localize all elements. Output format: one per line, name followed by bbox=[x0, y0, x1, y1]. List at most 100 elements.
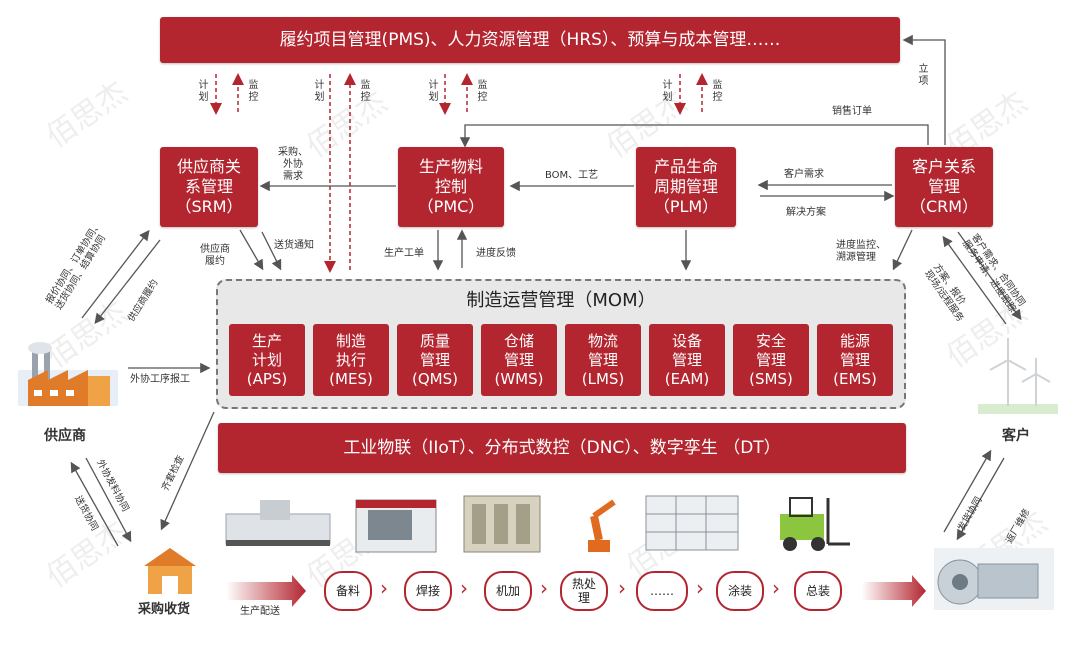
plan-label: 计划 bbox=[314, 80, 325, 103]
pmc-line-2: 控制 bbox=[434, 177, 467, 196]
customer-demand-label: 客户需求 bbox=[784, 169, 824, 180]
purchase-outsource-line-3: 需求 bbox=[283, 171, 303, 182]
top-bar-text: 履约项目管理(PMS)、人力资源管理（HRS）、预算与成本管理…… bbox=[279, 30, 781, 50]
machining-center-icon bbox=[355, 499, 437, 553]
module-sms-line-1: 安全 bbox=[755, 331, 786, 350]
module-mes-line-1: 制造 bbox=[335, 331, 366, 350]
module-ems-line-1: 能源 bbox=[839, 331, 870, 350]
module-lms-line-1: 物流 bbox=[587, 331, 618, 350]
module-aps: 生产 计划 (APS) bbox=[229, 324, 305, 396]
wind-turbine-icon bbox=[978, 338, 1058, 414]
monitor-label: 监控 bbox=[712, 80, 723, 103]
robot-arm-icon bbox=[588, 499, 616, 552]
chevron-right-icon: › bbox=[460, 576, 468, 600]
srm-line-2: 系管理 bbox=[184, 177, 233, 196]
chevron-right-icon: › bbox=[540, 576, 548, 600]
module-lms-line-3: (LMS) bbox=[581, 369, 625, 388]
supplier-label: 供应商 bbox=[44, 428, 86, 444]
module-lms-line-2: 管理 bbox=[587, 350, 618, 369]
pmc-box: 生产物料 控制 （PMC） bbox=[398, 147, 504, 227]
module-sms-line-2: 管理 bbox=[755, 350, 786, 369]
module-mes-line-2: 执行 bbox=[335, 350, 366, 369]
plan-label: 计划 bbox=[428, 80, 439, 103]
warehouse-rack-icon bbox=[645, 495, 739, 551]
chevron-right-icon: › bbox=[696, 576, 704, 600]
crm-line-3: （CRM） bbox=[909, 197, 979, 216]
module-mes: 制造 执行 (MES) bbox=[313, 324, 389, 396]
supplier-fulfill-line-2: 履约 bbox=[205, 256, 225, 267]
production-order-label: 生产工单 bbox=[384, 248, 424, 259]
supplier-fulfill-label: 供应商 履约 bbox=[200, 244, 230, 268]
cnc-router-icon bbox=[225, 500, 331, 546]
module-wms-line-2: 管理 bbox=[503, 350, 534, 369]
monitor-label: 监控 bbox=[248, 80, 259, 103]
receiving-label: 采购收货 bbox=[138, 602, 191, 617]
crm-line-1: 客户关系 bbox=[911, 157, 976, 176]
mom-title: 制造运营管理（MOM） bbox=[466, 290, 656, 311]
chevron-right-icon: › bbox=[618, 576, 626, 600]
process-step-more: …… bbox=[636, 571, 688, 611]
plm-line-3: （PLM） bbox=[653, 197, 719, 216]
delivery-notice-label: 送货通知 bbox=[274, 240, 314, 251]
process-step-assembly: 总装 bbox=[794, 571, 842, 611]
turbine-nacelle-icon bbox=[934, 548, 1054, 610]
crm-box: 客户关系 管理 （CRM） bbox=[895, 147, 993, 227]
monitor-label: 监控 bbox=[477, 80, 488, 103]
module-qms-line-1: 质量 bbox=[419, 331, 450, 350]
pmc-line-1: 生产物料 bbox=[418, 157, 483, 176]
store-icon bbox=[144, 548, 196, 594]
process-step-coating: 涂装 bbox=[716, 571, 764, 611]
plm-line-2: 周期管理 bbox=[653, 177, 718, 196]
crm-line-2: 管理 bbox=[927, 177, 960, 196]
plm-line-1: 产品生命 bbox=[653, 157, 718, 176]
purchase-outsource-line-1: 采购、 bbox=[278, 147, 308, 158]
progress-monitor-label: 进度监控、 溯源管理 bbox=[836, 240, 886, 264]
module-wms-line-1: 仓储 bbox=[503, 331, 534, 350]
srm-box: 供应商关 系管理 （SRM） bbox=[160, 147, 258, 227]
module-qms-line-2: 管理 bbox=[419, 350, 450, 369]
establish-label: 立项 bbox=[918, 64, 929, 87]
module-lms: 物流 管理 (LMS) bbox=[565, 324, 641, 396]
module-ems-line-3: (EMS) bbox=[833, 369, 877, 388]
purchase-outsource-line-2: 外协 bbox=[283, 159, 303, 170]
bom-label: BOM、工艺 bbox=[545, 170, 599, 181]
purchase-outsource-label: 采购、 外协 需求 bbox=[278, 147, 308, 183]
module-aps-line-2: 计划 bbox=[251, 350, 282, 369]
process-step-machining: 机加 bbox=[484, 571, 532, 611]
factory-icon bbox=[18, 342, 118, 406]
process-step-heat-treatment: 热处理 bbox=[560, 571, 608, 611]
customer-label: 客户 bbox=[1002, 428, 1030, 444]
press-line-icon bbox=[463, 495, 541, 553]
module-eam-line-3: (EAM) bbox=[664, 369, 710, 388]
process-step-welding: 焊接 bbox=[404, 571, 452, 611]
plan-label: 计划 bbox=[198, 80, 209, 103]
top-management-bar: 履约项目管理(PMS)、人力资源管理（HRS）、预算与成本管理…… bbox=[160, 17, 900, 63]
progress-monitor-line-1: 进度监控、 bbox=[836, 240, 886, 251]
module-qms: 质量 管理 (QMS) bbox=[397, 324, 473, 396]
sales-order-label: 销售订单 bbox=[832, 106, 872, 117]
module-eam: 设备 管理 (EAM) bbox=[649, 324, 725, 396]
forklift-icon bbox=[780, 497, 850, 551]
module-eam-line-2: 管理 bbox=[671, 350, 702, 369]
srm-line-1: 供应商关 bbox=[176, 157, 241, 176]
iiot-bar: 工业物联（IIoT）、分布式数控（DNC）、数字孪生 （DT） bbox=[218, 423, 906, 473]
plan-label: 计划 bbox=[662, 80, 673, 103]
production-delivery-label: 生产配送 bbox=[240, 606, 280, 617]
monitor-label: 监控 bbox=[360, 80, 371, 103]
outsource-report-label: 外协工序报工 bbox=[130, 374, 190, 385]
module-sms-line-3: (SMS) bbox=[749, 369, 793, 388]
progress-monitor-line-2: 溯源管理 bbox=[836, 252, 876, 263]
solution-label: 解决方案 bbox=[786, 207, 826, 218]
module-aps-line-3: (APS) bbox=[246, 369, 288, 388]
module-aps-line-1: 生产 bbox=[251, 331, 282, 350]
pmc-line-3: （PMC） bbox=[417, 197, 485, 216]
module-mes-line-3: (MES) bbox=[329, 369, 373, 388]
module-ems: 能源 管理 (EMS) bbox=[817, 324, 893, 396]
process-step-material-prep: 备料 bbox=[324, 571, 372, 611]
module-qms-line-3: (QMS) bbox=[412, 369, 458, 388]
module-ems-line-2: 管理 bbox=[839, 350, 870, 369]
chevron-right-icon: › bbox=[380, 576, 388, 600]
chevron-right-icon: › bbox=[772, 576, 780, 600]
supplier-fulfill-line-1: 供应商 bbox=[200, 244, 230, 255]
